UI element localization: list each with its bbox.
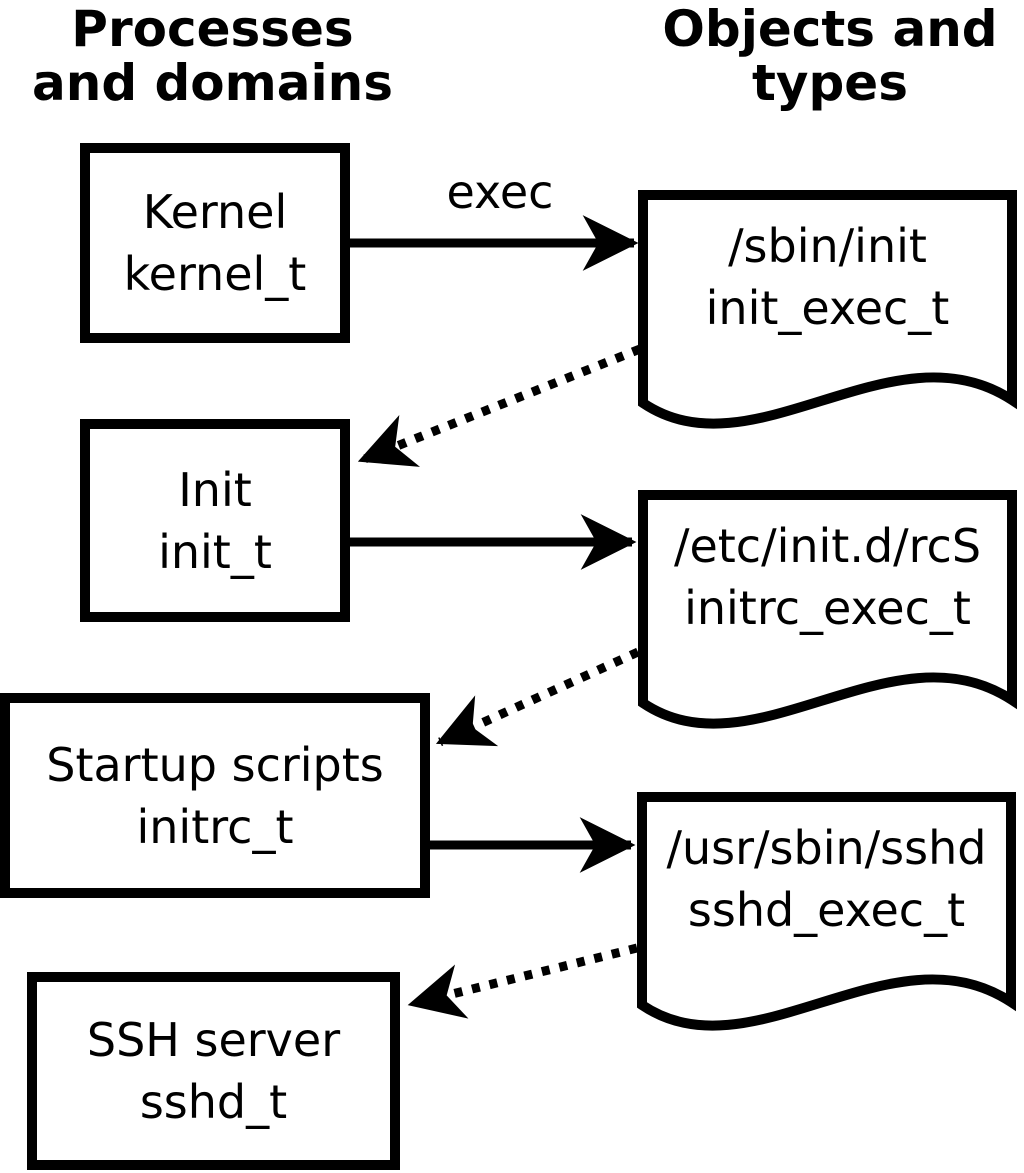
process-domain: init_t xyxy=(158,524,272,579)
object-label-sbin-init: /sbin/init init_exec_t xyxy=(640,215,1015,339)
process-domain: kernel_t xyxy=(123,247,307,301)
dotted-arrow-usr-sbin-sshd-to-ssh-server xyxy=(407,943,639,1019)
exec-arrow-label: exec xyxy=(446,165,554,219)
object-type: init_exec_t xyxy=(705,281,950,335)
process-domain: initrc_t xyxy=(136,799,294,854)
object-label-usr-sbin-sshd: /usr/sbin/sshd sshd_exec_t xyxy=(639,817,1014,941)
process-label: Init xyxy=(178,462,252,517)
process-label: Startup scripts xyxy=(46,737,384,792)
process-domain: sshd_t xyxy=(139,1075,288,1129)
dotted-arrow-sbin-init-to-init xyxy=(357,344,642,467)
header-line: and domains xyxy=(31,54,393,112)
object-path: /sbin/init xyxy=(728,219,927,273)
process-label: Kernel xyxy=(142,185,288,239)
dotted-arrow-etc-initd-rcs-to-startup xyxy=(435,647,640,747)
kernel-box: Kernel kernel_t xyxy=(80,143,350,343)
header-line: Objects and xyxy=(662,0,998,58)
object-path: /usr/sbin/sshd xyxy=(666,821,987,875)
header-processes-and-domains: Processes and domains xyxy=(15,2,410,110)
init-box: Init init_t xyxy=(80,419,350,622)
object-type: initrc_exec_t xyxy=(684,581,971,635)
object-path: /etc/init.d/rcS xyxy=(673,519,982,573)
header-line: Processes xyxy=(71,0,354,58)
startup-scripts-box: Startup scripts initrc_t xyxy=(0,693,430,898)
process-label: SSH server xyxy=(86,1013,341,1067)
header-objects-and-types: Objects and types xyxy=(636,2,1024,110)
object-type: sshd_exec_t xyxy=(687,883,966,937)
object-label-etc-initd-rcs: /etc/init.d/rcS initrc_exec_t xyxy=(640,515,1015,639)
header-line: types xyxy=(752,54,908,112)
ssh-server-box: SSH server sshd_t xyxy=(27,972,400,1170)
